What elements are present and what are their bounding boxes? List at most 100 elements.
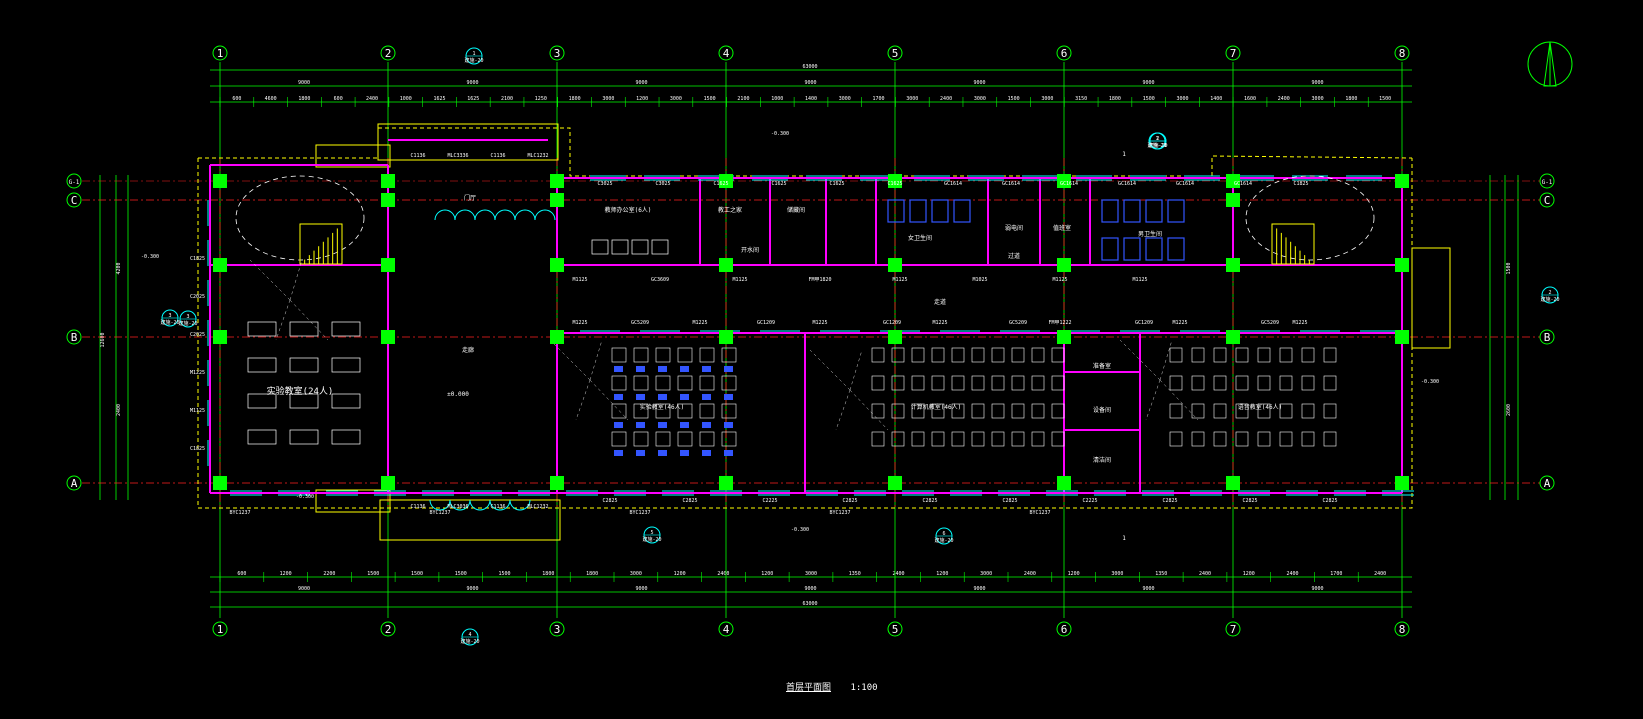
seat	[680, 450, 689, 456]
column	[213, 258, 227, 272]
room-label-lab-left: 实验教室(24人)	[267, 385, 334, 397]
door-swing	[534, 209, 556, 221]
window-tag-bottom: C2825	[922, 498, 937, 504]
dim-chain-top-value: 1625	[433, 96, 445, 102]
dim-chain-bottom-value: 2400	[717, 571, 729, 577]
door-tag-mid: M1225	[692, 320, 707, 326]
desk	[1279, 347, 1293, 363]
room-label-door: 门厅	[464, 194, 476, 202]
desk	[1169, 347, 1183, 363]
room-label-corridor-hall: 走廊	[462, 346, 474, 354]
section-mark-bottom: 1	[1122, 535, 1126, 542]
dim-bay-top: 9000	[466, 80, 478, 86]
column	[1226, 258, 1240, 272]
desk	[951, 375, 965, 391]
desk	[1323, 347, 1337, 363]
callout-sheet: 建施-20	[464, 57, 483, 64]
entry-tag-bottom: C1136	[490, 504, 505, 510]
dim-chain-bottom-value: 600	[237, 571, 246, 577]
window-tag-top: GC1614	[1234, 181, 1252, 187]
desk	[1011, 403, 1025, 419]
desk	[871, 431, 885, 447]
dim-chain-bottom-value: 1200	[936, 571, 948, 577]
dim-chain-top-value: 1800	[1345, 96, 1357, 102]
column	[888, 476, 902, 490]
dim-chain-bottom-value: 1350	[1155, 571, 1167, 577]
axis-bubble-col	[212, 45, 228, 61]
desk	[1257, 375, 1271, 391]
entry-tag-bottom: MLC1232	[527, 504, 548, 510]
axis-bubble-row	[66, 192, 82, 208]
window-tag-top: C1625	[829, 181, 844, 187]
dim-total-bottom: 63000	[802, 601, 817, 607]
desk	[1191, 403, 1205, 419]
axis-label-col: 4	[723, 47, 730, 60]
byc-tag: BYC1237	[1029, 510, 1050, 516]
desk	[1235, 403, 1249, 419]
office-desk	[611, 239, 629, 255]
entry-tag-top: MLC1232	[527, 153, 548, 159]
dim-chain-top-value: 600	[232, 96, 241, 102]
axis-bubble-col	[887, 621, 903, 637]
desk	[951, 347, 965, 363]
dim-bay-bottom: 9000	[1311, 586, 1323, 592]
window-tag-mid: GC5209	[1261, 320, 1279, 326]
desk	[991, 431, 1005, 447]
desk	[1279, 375, 1293, 391]
dim-bay-bottom: 9000	[635, 586, 647, 592]
toilet-stall	[909, 199, 927, 223]
dim-row-span-left: 2400	[116, 404, 122, 416]
desk	[891, 431, 905, 447]
room-label-duty: 值班室	[1053, 224, 1071, 232]
dim-chain-top-value: 4600	[265, 96, 277, 102]
window-tag-bottom: C2825	[682, 498, 697, 504]
byc-tag: BYC1237	[229, 510, 250, 516]
desk	[247, 429, 277, 445]
dim-bay-top: 9000	[635, 80, 647, 86]
desk	[331, 429, 361, 445]
dim-chain-bottom-value: 3000	[805, 571, 817, 577]
window-tag-top: C3025	[655, 181, 670, 187]
callout-sheet: 建施-20	[642, 536, 661, 543]
seat	[702, 450, 711, 456]
callout-sheet: 建施-20	[1147, 142, 1166, 149]
dim-chain-top-value: 1600	[1244, 96, 1256, 102]
entrance-canopy-top	[377, 123, 559, 161]
toilet-stall	[1167, 237, 1185, 261]
desk	[289, 321, 319, 337]
dim-chain-top-value: 2400	[366, 96, 378, 102]
dim-chain-bottom-value: 3000	[980, 571, 992, 577]
axis-label-row: A	[71, 477, 78, 490]
window-tag-mid: GC5209	[1009, 320, 1027, 326]
desk	[247, 393, 277, 409]
dim-chain-top-value: 1800	[298, 96, 310, 102]
dim-chain-bottom-value: 2400	[893, 571, 905, 577]
dim-chain-top-value: 3000	[670, 96, 682, 102]
room-label-cleaning: 清洁间	[1093, 456, 1111, 464]
desk	[971, 431, 985, 447]
column	[550, 330, 564, 344]
desk	[677, 375, 693, 391]
desk	[1031, 375, 1045, 391]
furniture-layout	[247, 199, 1337, 456]
door-swing	[429, 499, 451, 511]
desk	[1169, 403, 1183, 419]
window-tag-mid: GC5209	[631, 320, 649, 326]
dim-chain-top-value: 1500	[1008, 96, 1020, 102]
dim-chain-bottom-value: 1500	[367, 571, 379, 577]
desk	[891, 375, 905, 391]
column	[213, 330, 227, 344]
door-swing	[494, 209, 516, 221]
level-mark: -0.300	[771, 131, 789, 137]
window-tag-top: C1625	[771, 181, 786, 187]
desk	[611, 375, 627, 391]
desk	[1191, 431, 1205, 447]
window-tag-bottom: C2225	[762, 498, 777, 504]
dim-chain-top-value: 3000	[839, 96, 851, 102]
seat	[636, 394, 645, 400]
toilet-stall	[1145, 237, 1163, 261]
toilet-stall	[1123, 237, 1141, 261]
dim-row-span-right: 2600	[1506, 404, 1512, 416]
plan-labels: 实验教室(24人)走廊±0.000教师办公室(6人)女卫生间男卫生间教工之家储藏…	[141, 47, 1560, 646]
desk	[991, 347, 1005, 363]
